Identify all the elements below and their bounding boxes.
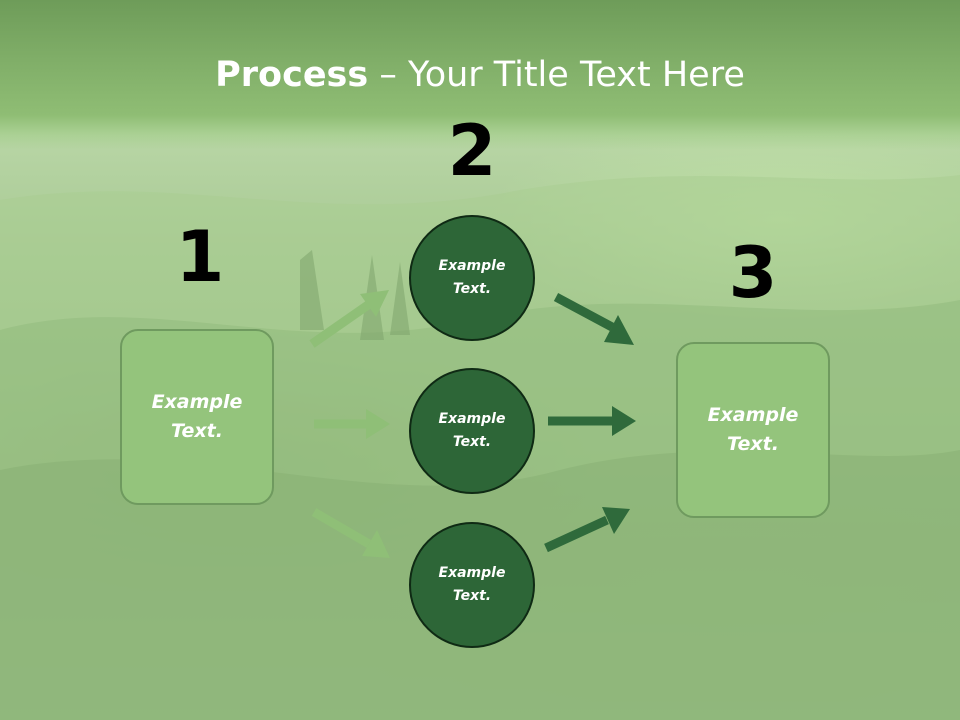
arrow-to-circle-1 (309, 301, 371, 348)
step-number-2: 2 (447, 110, 497, 192)
title-rest: – Your Title Text Here (368, 55, 745, 95)
arrow-head-6 (602, 507, 630, 534)
circle-1-text: Example Text. (438, 258, 506, 297)
left-process-box: Example Text. (120, 329, 274, 505)
title-band (0, 0, 960, 150)
circle-3-text: Example Text. (438, 565, 506, 604)
step-number-1: 1 (175, 216, 225, 298)
arrow-from-circle-3 (544, 515, 609, 553)
left-box-text: Example Text. (151, 391, 243, 442)
arrow-head-2 (366, 409, 390, 439)
circle-2-text: Example Text. (438, 411, 506, 450)
process-circle-1: Example Text. (409, 215, 535, 341)
process-circle-2: Example Text. (409, 368, 535, 494)
title-bold: Process (215, 55, 369, 95)
arrow-head-3 (362, 530, 390, 558)
right-process-box: Example Text. (676, 342, 830, 518)
arrow-head-4 (604, 315, 634, 345)
process-circle-3: Example Text. (409, 522, 535, 648)
arrow-head-5 (612, 406, 636, 436)
step-number-3: 3 (728, 232, 778, 314)
arrow-to-circle-3 (311, 508, 372, 548)
right-box-text: Example Text. (707, 404, 799, 455)
arrow-from-circle-1 (553, 293, 615, 331)
arrow-head-1 (360, 290, 389, 317)
slide-title: Process – Your Title Text Here (0, 52, 960, 98)
